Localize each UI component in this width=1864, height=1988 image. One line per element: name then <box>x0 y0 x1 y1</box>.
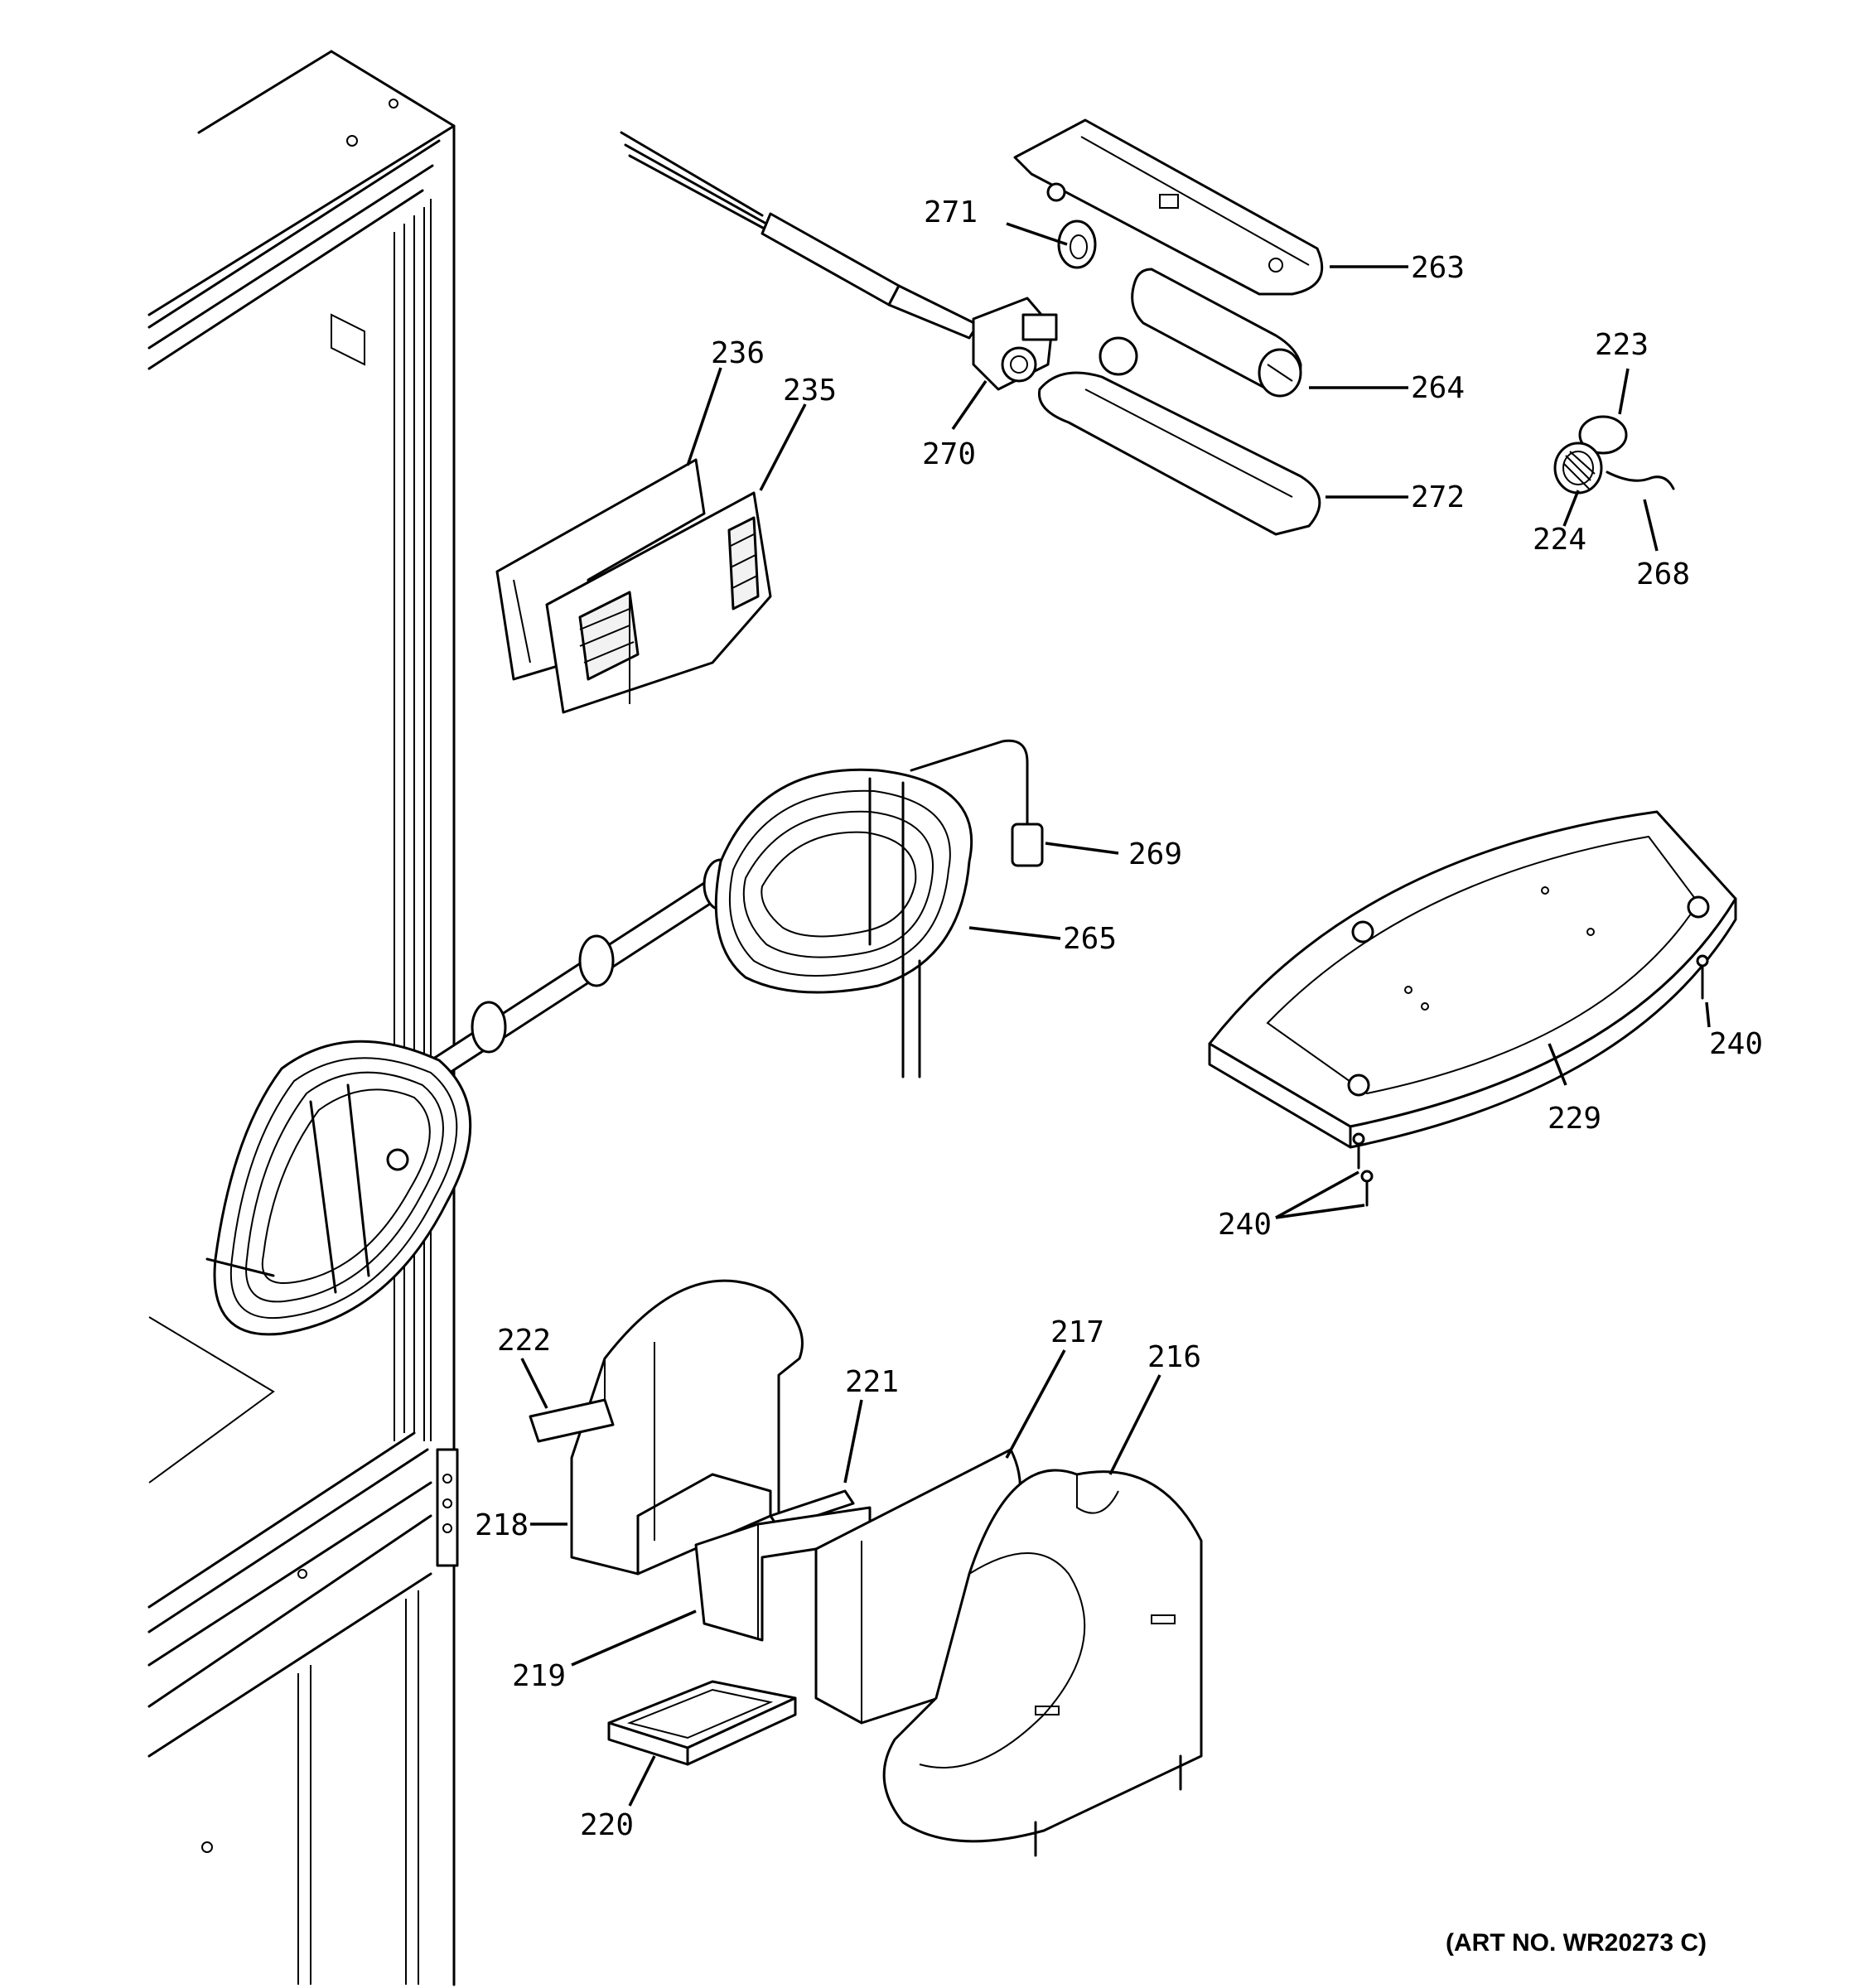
water-tube-assembly <box>620 131 979 340</box>
filter-housing-bottom-272 <box>1037 336 1321 536</box>
callout-269: 269 <box>1128 837 1182 871</box>
filter-housing-top-263 <box>1013 118 1324 296</box>
callout-236: 236 <box>711 336 765 370</box>
callout-264: 264 <box>1411 371 1465 405</box>
callout-229: 229 <box>1548 1102 1601 1136</box>
dispenser-shelf-229 <box>1208 810 1737 1149</box>
cabinet-outline <box>147 50 459 1986</box>
callout-223: 223 <box>1595 328 1649 362</box>
filter-head-270 <box>972 297 1058 391</box>
callout-216: 216 <box>1147 1340 1201 1374</box>
callout-222: 222 <box>497 1324 551 1358</box>
callout-220: 220 <box>580 1808 634 1842</box>
seal-220 <box>607 1680 797 1766</box>
callout-240-right: 240 <box>1709 1027 1763 1061</box>
screws-240 <box>1352 954 1709 1207</box>
art-number: (ART NO. WR20273 C) <box>1446 1929 1707 1957</box>
callout-271: 271 <box>924 195 978 229</box>
callout-263: 263 <box>1411 251 1465 285</box>
callout-272: 272 <box>1411 480 1465 514</box>
callout-218: 218 <box>475 1508 529 1542</box>
callout-221: 221 <box>845 1365 899 1399</box>
callout-265: 265 <box>1063 922 1117 956</box>
filter-cap-271 <box>1057 220 1097 269</box>
leader-lines <box>520 222 1711 1807</box>
callout-268: 268 <box>1636 557 1690 591</box>
callout-217: 217 <box>1050 1315 1104 1349</box>
callout-224: 224 <box>1533 523 1586 557</box>
water-coil-265 <box>205 739 1044 1336</box>
filter-cartridge-264 <box>1131 268 1302 398</box>
callout-labels: 271 263 236 235 264 270 272 223 224 268 … <box>475 195 1763 1842</box>
ice-chute-218 <box>529 1279 804 1575</box>
callout-219: 219 <box>512 1659 566 1693</box>
callout-270: 270 <box>922 437 976 471</box>
callout-240-bottom: 240 <box>1218 1208 1272 1242</box>
shelf-clip-235-236 <box>495 458 772 714</box>
callout-235: 235 <box>783 374 837 408</box>
dispenser-housing-216 <box>882 1469 1203 1857</box>
dispenser-grille-parts <box>1553 415 1675 495</box>
